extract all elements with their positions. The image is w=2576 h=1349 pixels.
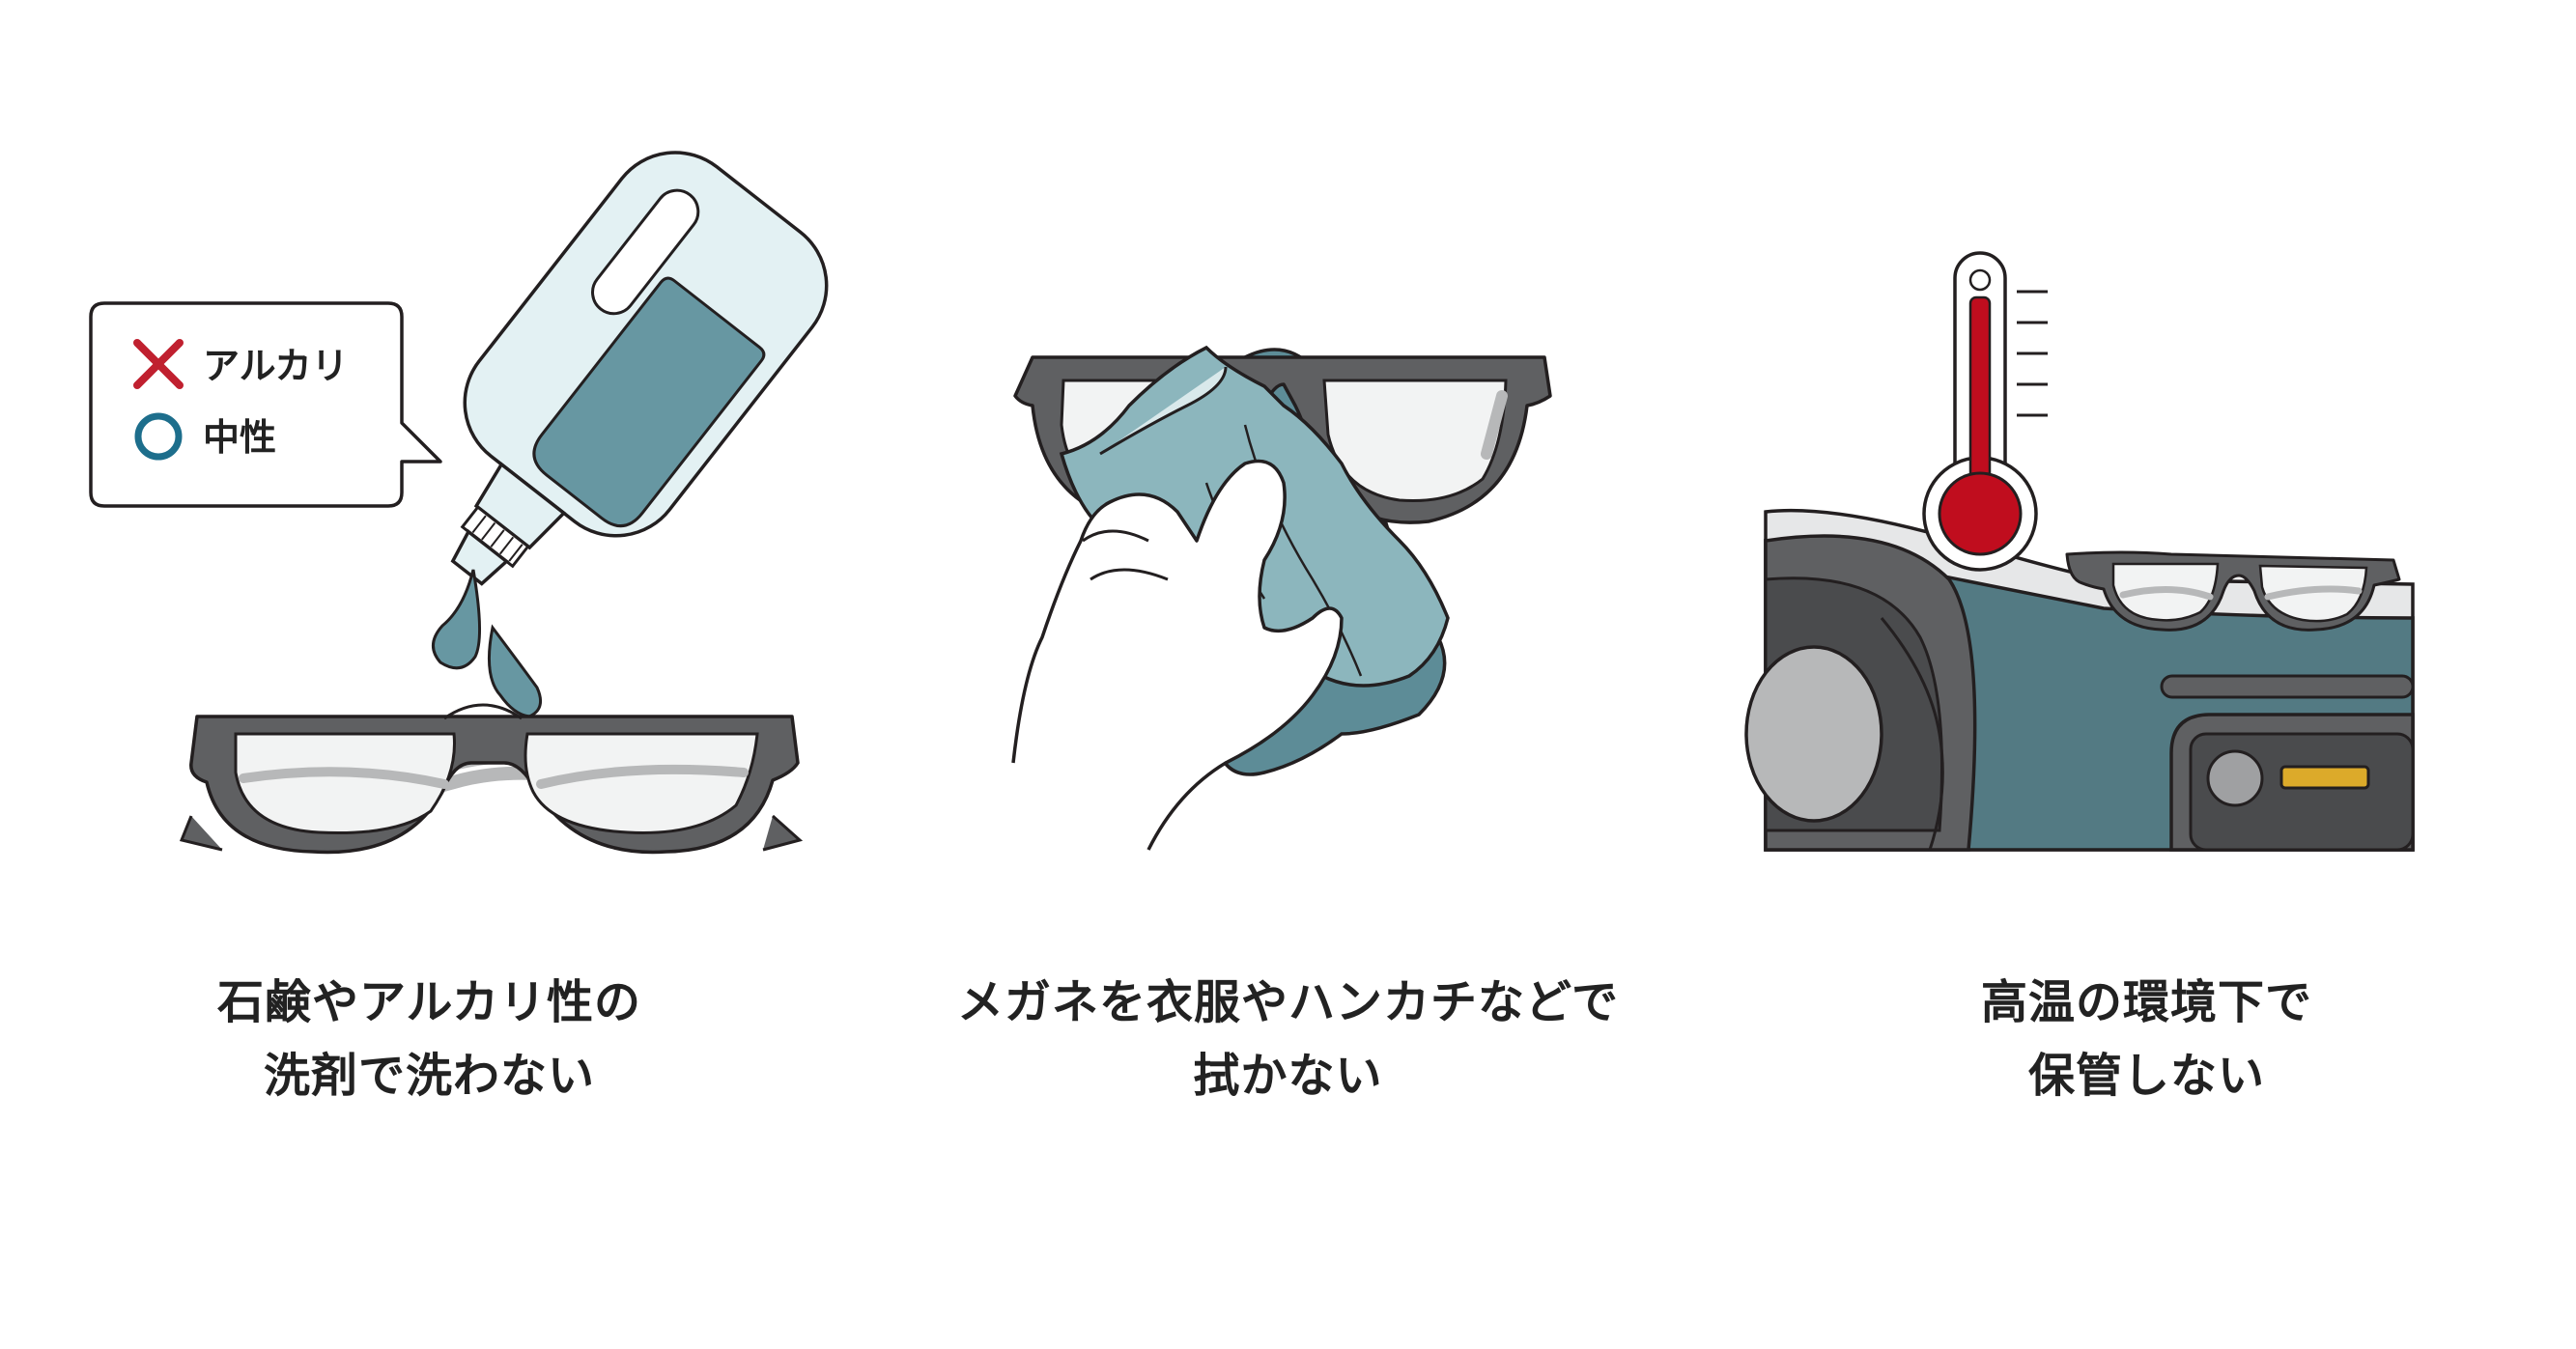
cloth-illustration <box>1011 345 1552 851</box>
car-dashboard-icon <box>1744 508 2415 852</box>
heat-illustration <box>1744 251 2415 852</box>
panel-heat: 高温の環境下で 保管しない <box>1717 0 2576 1349</box>
caption-line-1: メガネを衣服やハンカチなどで <box>956 975 1620 1029</box>
bubble-label-alkali: アルカリ <box>203 345 348 387</box>
caption-line-2: 保管しない <box>2027 1049 2265 1103</box>
caption-cloth: メガネを衣服やハンカチなどで 拭かない <box>859 966 1717 1112</box>
caption-line-2: 拭かない <box>1193 1049 1383 1103</box>
water-drop-icon <box>432 569 481 670</box>
caption-detergent: 石鹸やアルカリ性の 洗剤で洗わない <box>0 966 859 1112</box>
panel-cloth: メガネを衣服やハンカチなどで 拭かない <box>859 0 1717 1349</box>
glasses-icon <box>2065 550 2401 632</box>
detergent-illustration: アルカリ 中性 <box>89 151 829 855</box>
water-drop-icon <box>487 624 543 718</box>
hand-icon <box>1011 459 1344 851</box>
glasses-icon <box>179 703 804 855</box>
caption-line-2: 洗剤で洗わない <box>263 1049 595 1103</box>
circle-icon <box>134 412 183 461</box>
caption-heat: 高温の環境下で 保管しない <box>1717 966 2576 1112</box>
caption-line-1: 石鹸やアルカリ性の <box>216 975 642 1029</box>
thermometer-icon <box>1922 251 2048 572</box>
panel-detergent: アルカリ 中性 <box>0 0 859 1349</box>
detergent-bottle-icon <box>450 151 829 586</box>
cross-icon <box>133 339 184 389</box>
caption-line-1: 高温の環境下で <box>1980 975 2312 1029</box>
speech-bubble-icon: アルカリ 中性 <box>89 301 442 508</box>
bubble-label-neutral: 中性 <box>203 416 276 459</box>
